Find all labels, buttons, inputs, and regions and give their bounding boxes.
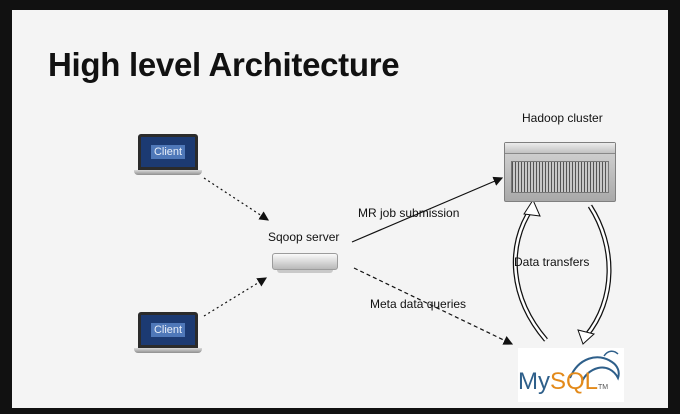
sqoop-server-label: Sqoop server	[268, 230, 340, 244]
connector-layer	[203, 176, 612, 345]
slide: High level Architecture Client	[12, 10, 668, 408]
mr-job-label: MR job submission	[358, 206, 460, 220]
sqoop-server-icon[interactable]	[272, 253, 338, 273]
mysql-sql-text: SQL	[550, 368, 599, 395]
rack-top	[505, 143, 615, 154]
mysql-tm-text: TM	[598, 384, 609, 391]
dolphin-icon	[569, 350, 620, 382]
laptop-screen: Client	[138, 134, 198, 170]
arrow-client-top-to-sqoop	[203, 177, 270, 221]
client-laptop-top[interactable]: Client	[134, 134, 202, 175]
laptop-base	[134, 348, 202, 353]
mysql-wordmark: MySQLTM	[518, 368, 608, 396]
mysql-my-text: My	[518, 368, 550, 395]
slide-title: High level Architecture	[48, 46, 400, 83]
arrow-client-bottom-to-sqoop	[203, 277, 268, 317]
client-laptop-bottom[interactable]: Client	[134, 312, 202, 353]
data-transfers-label: Data transfers	[514, 255, 590, 269]
client-label-bottom: Client	[150, 323, 186, 337]
arrow-meta-data	[353, 267, 514, 345]
hadoop-rack-icon[interactable]	[504, 142, 616, 202]
rack-bays	[511, 161, 609, 193]
laptop-base	[134, 170, 202, 175]
laptop-screen: Client	[138, 312, 198, 348]
client-label-top: Client	[150, 145, 186, 159]
arrow-mr-job	[351, 176, 504, 243]
meta-data-label: Meta data queries	[370, 297, 467, 311]
mysql-logo[interactable]: MySQLTM	[518, 348, 624, 402]
hadoop-cluster-label: Hadoop cluster	[522, 111, 603, 125]
